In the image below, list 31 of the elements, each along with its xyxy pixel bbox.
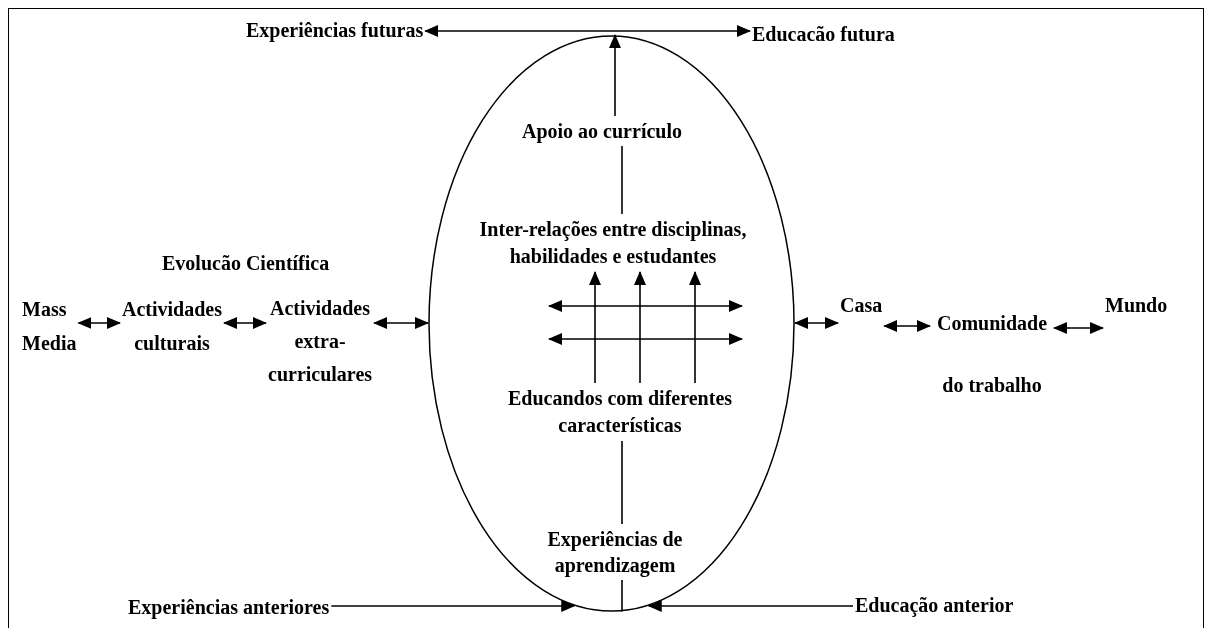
node-label: Experiências anteriores: [128, 594, 330, 620]
arrow: [223, 317, 267, 329]
node-label: Apoio ao currículo: [522, 118, 682, 144]
node-label: Comunidade do trabalho: [932, 292, 1052, 416]
node-label: Inter-relações entre disciplinas, habilidades e estudantes: [432, 216, 794, 270]
node-label: Educação anterior: [855, 592, 1014, 618]
arrow: [589, 271, 601, 384]
node-label: Casa: [840, 292, 883, 318]
node-label: Actividades culturais: [122, 292, 222, 360]
arrow: [794, 317, 839, 329]
connector-line: [621, 145, 623, 215]
arrow: [689, 271, 701, 384]
node-label: Mundo: [1105, 292, 1168, 318]
node-label: Mass Media: [22, 292, 77, 360]
connector-line: [621, 440, 623, 525]
connector-line: [621, 579, 623, 613]
arrow: [330, 600, 576, 612]
arrow: [883, 320, 931, 332]
node-label: Educacão futura: [752, 21, 895, 47]
arrow: [634, 271, 646, 384]
node-label: Experiências de aprendizagem: [515, 526, 715, 578]
arrow: [647, 600, 854, 612]
arrow: [373, 317, 429, 329]
node-label: Actividades extra-curriculares: [268, 292, 373, 391]
heading-text: Evolucão Científica: [162, 251, 330, 276]
node-label: Experiências futuras: [246, 17, 424, 43]
arrow: [424, 25, 751, 37]
arrow: [1053, 322, 1104, 334]
arrow: [609, 34, 621, 117]
arrow: [77, 317, 121, 329]
node-label: Educandos com diferentes características: [475, 385, 765, 439]
